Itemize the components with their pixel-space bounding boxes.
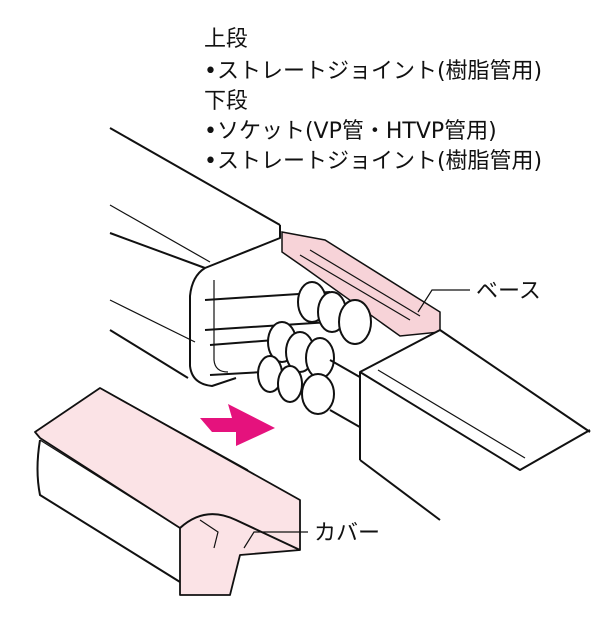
fitting-list: 上段 •ストレートジョイント(樹脂管用) 下段 •ソケット(VP管・HTVP管用… [204,27,542,174]
lower-heading: 下段 [204,89,248,114]
cover-leader-line [243,531,308,549]
lower-item-1: •ソケット(VP管・HTVP管用) [204,119,497,144]
lower-straight-joint [257,355,335,415]
lower-socket [267,321,335,379]
duct-right-body [359,329,591,575]
upper-item-1: •ストレートジョイント(樹脂管用) [204,59,542,84]
pipe-fittings [204,281,373,431]
arrow-icon [200,404,275,446]
duct-left-body [109,127,281,387]
upper-heading: 上段 [204,27,248,52]
base-plate [281,231,441,337]
base-leader-line [417,289,470,313]
cover-label: カバー [314,521,380,546]
cover-part [34,387,301,596]
lower-item-2: •ストレートジョイント(樹脂管用) [204,149,542,174]
upper-straight-joint [297,281,372,345]
base-label: ベース [476,279,541,304]
